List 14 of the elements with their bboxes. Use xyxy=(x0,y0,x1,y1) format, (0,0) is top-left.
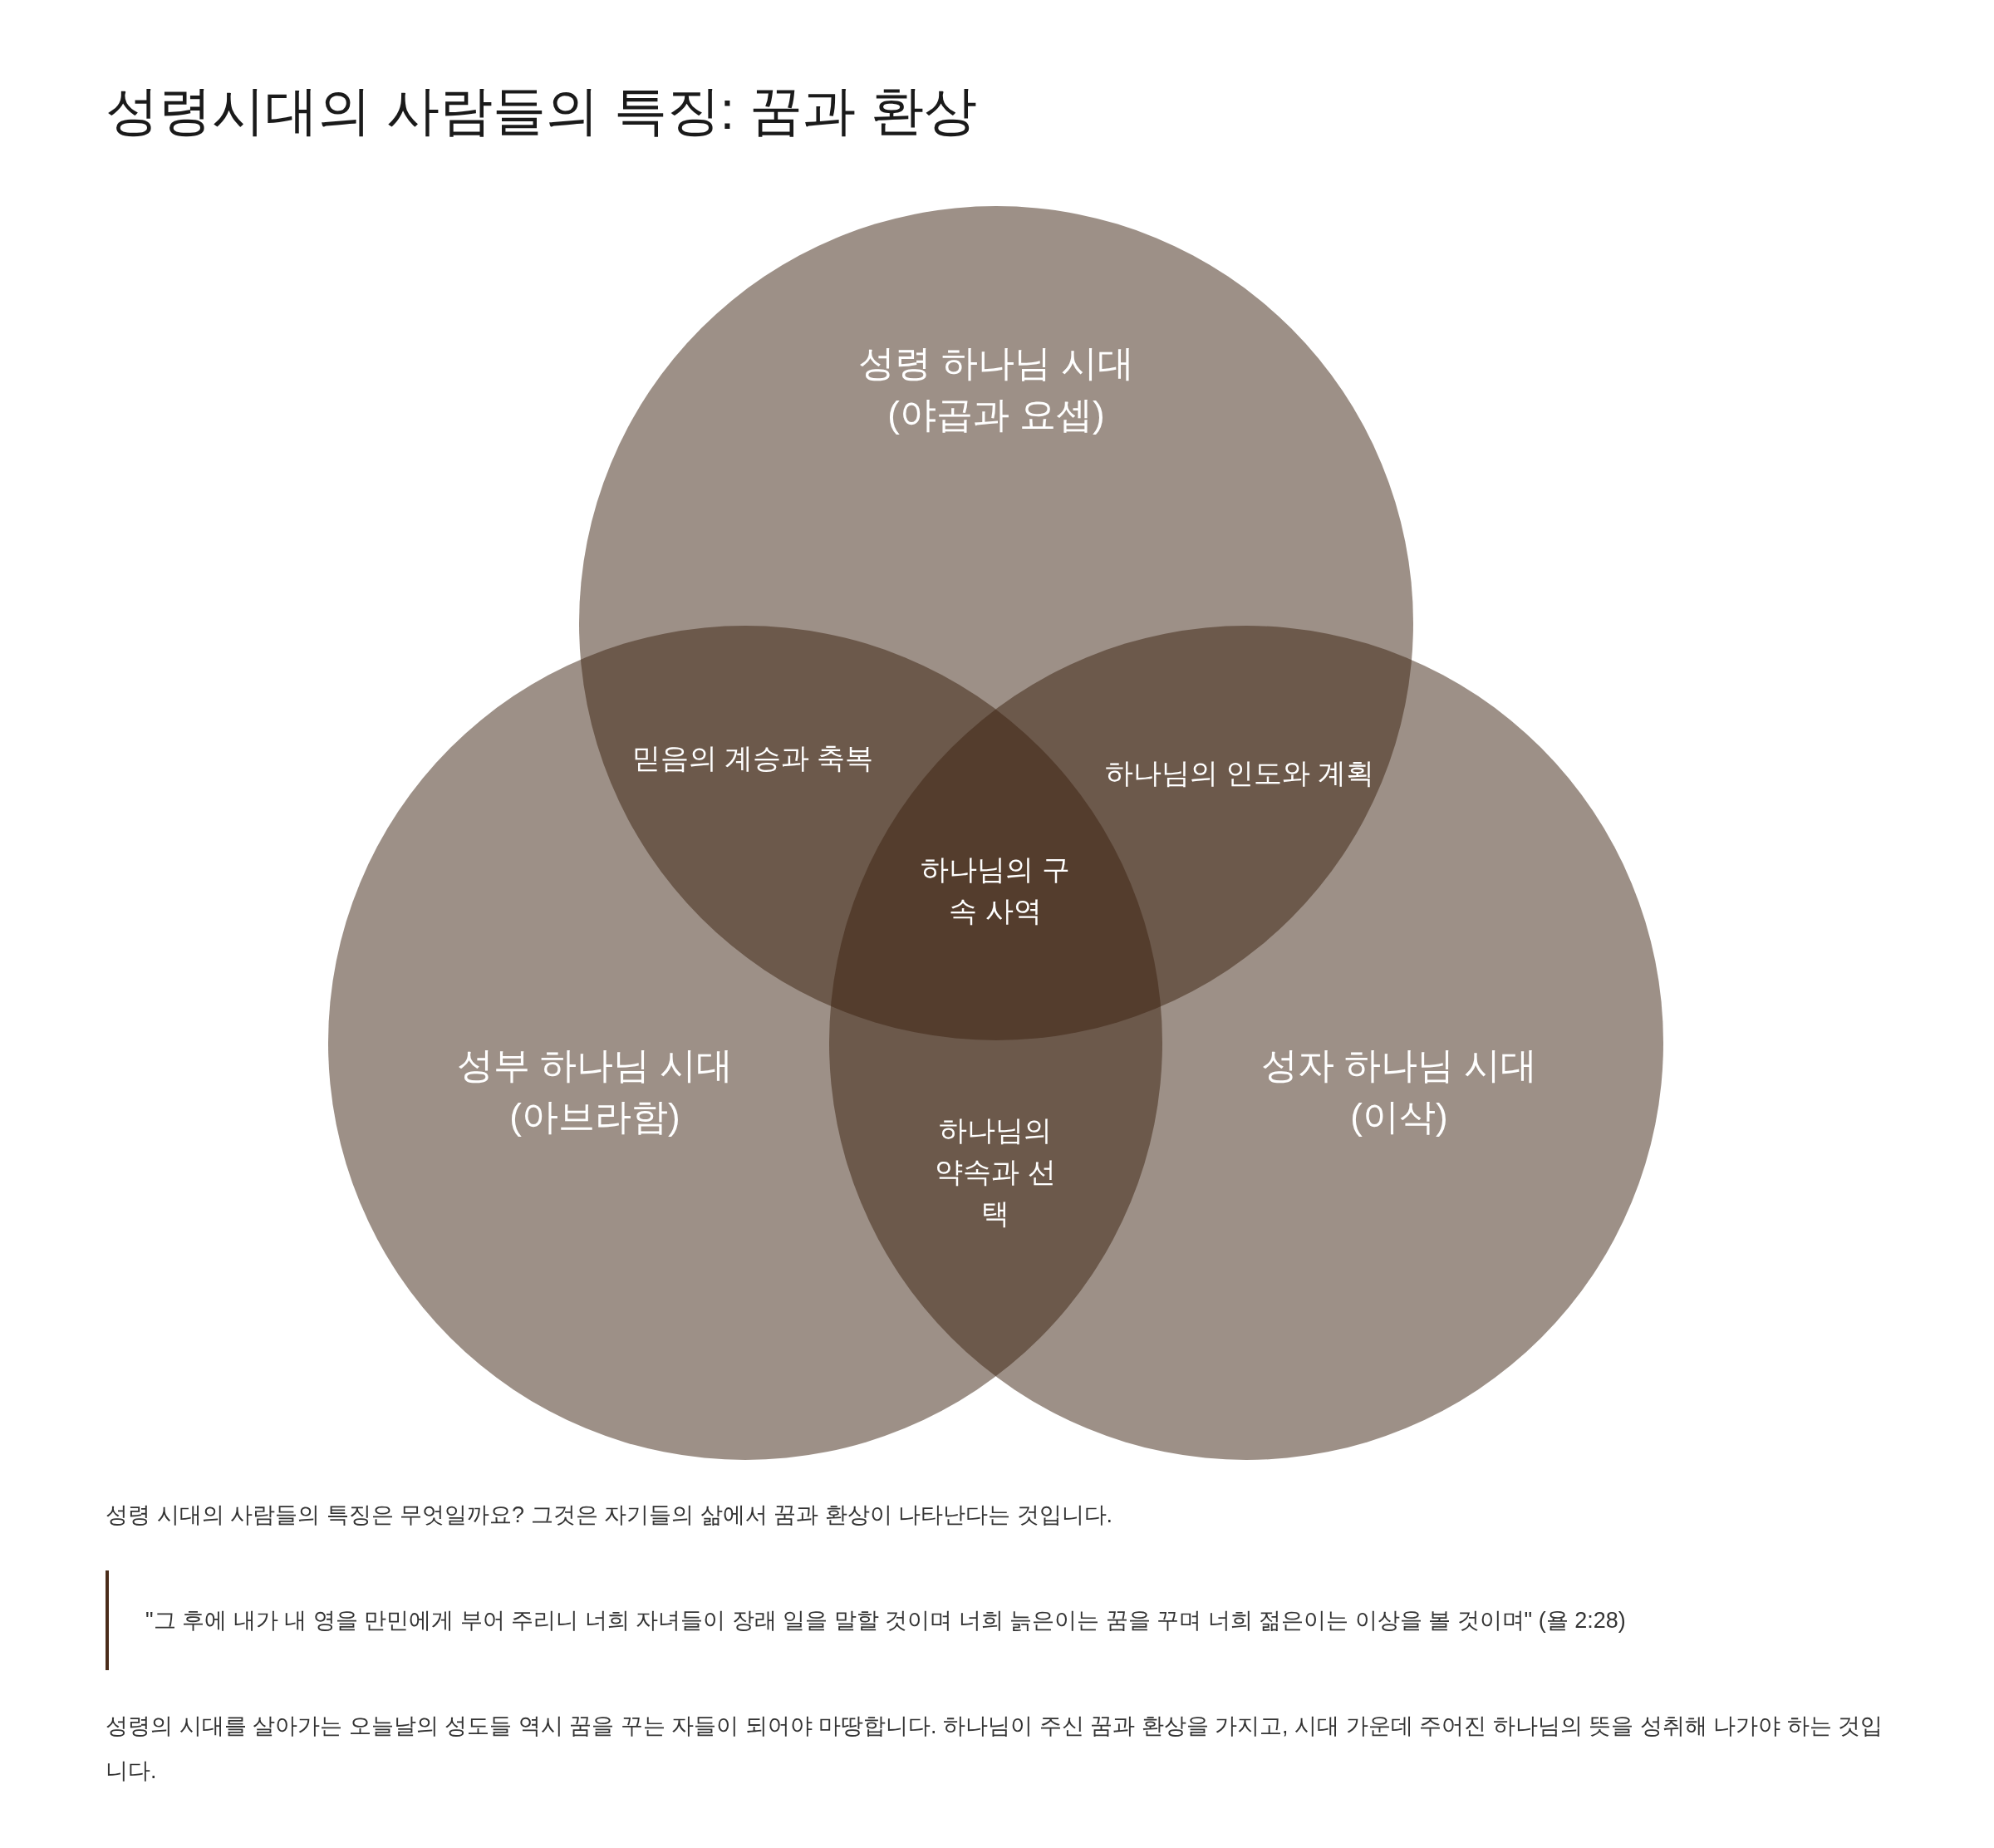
overlap-label: 하나님의 구속 사역 xyxy=(916,848,1075,931)
overlap-label: 하나님의 인도와 계획 xyxy=(1098,752,1381,794)
circle-label: (야곱과 요셉) xyxy=(887,393,1105,436)
circle-label: (이삭) xyxy=(1350,1095,1448,1138)
quote-block: "그 후에 내가 내 영을 만민에게 부어 주리니 너희 자녀들이 장래 일을 말할 것이며 너희 늙은이는 꿈을 꾸며 너희 젊은이는 이상을 볼 것이며" (욜 2:28) xyxy=(106,1570,1900,1670)
title: 성령시대의 사람들의 특징: 꿈과 환상 xyxy=(106,80,977,142)
circle-label: (아브라함) xyxy=(509,1095,680,1138)
circle-label: 성자 하나님 시대 xyxy=(1260,1044,1538,1087)
circle-label: 성부 하나님 시대 xyxy=(456,1044,734,1087)
overlap-label: 믿음의 계승과 축복 xyxy=(587,737,919,779)
circle-label: 성령 하나님 시대 xyxy=(857,342,1135,385)
paragraph: 성령 시대의 사람들의 특징은 무엇일까요? 그것은 자기들의 삶에서 꿈과 환상이 나타난다는 것입니다. xyxy=(106,1502,1114,1529)
overlap-label: 하나님의 약속과 선택 xyxy=(929,1109,1062,1234)
paragraph: 성령의 시대를 살아가는 오늘날의 성도들 역시 꿈을 꾸는 자들이 되어야 마땅합니다. 하나님이 주신 꿈과 환상을 가지고, 시대 가운데 주어진 하나님의 뜻을 성취해 나가야 하는 것입니다. xyxy=(106,1713,1884,1785)
